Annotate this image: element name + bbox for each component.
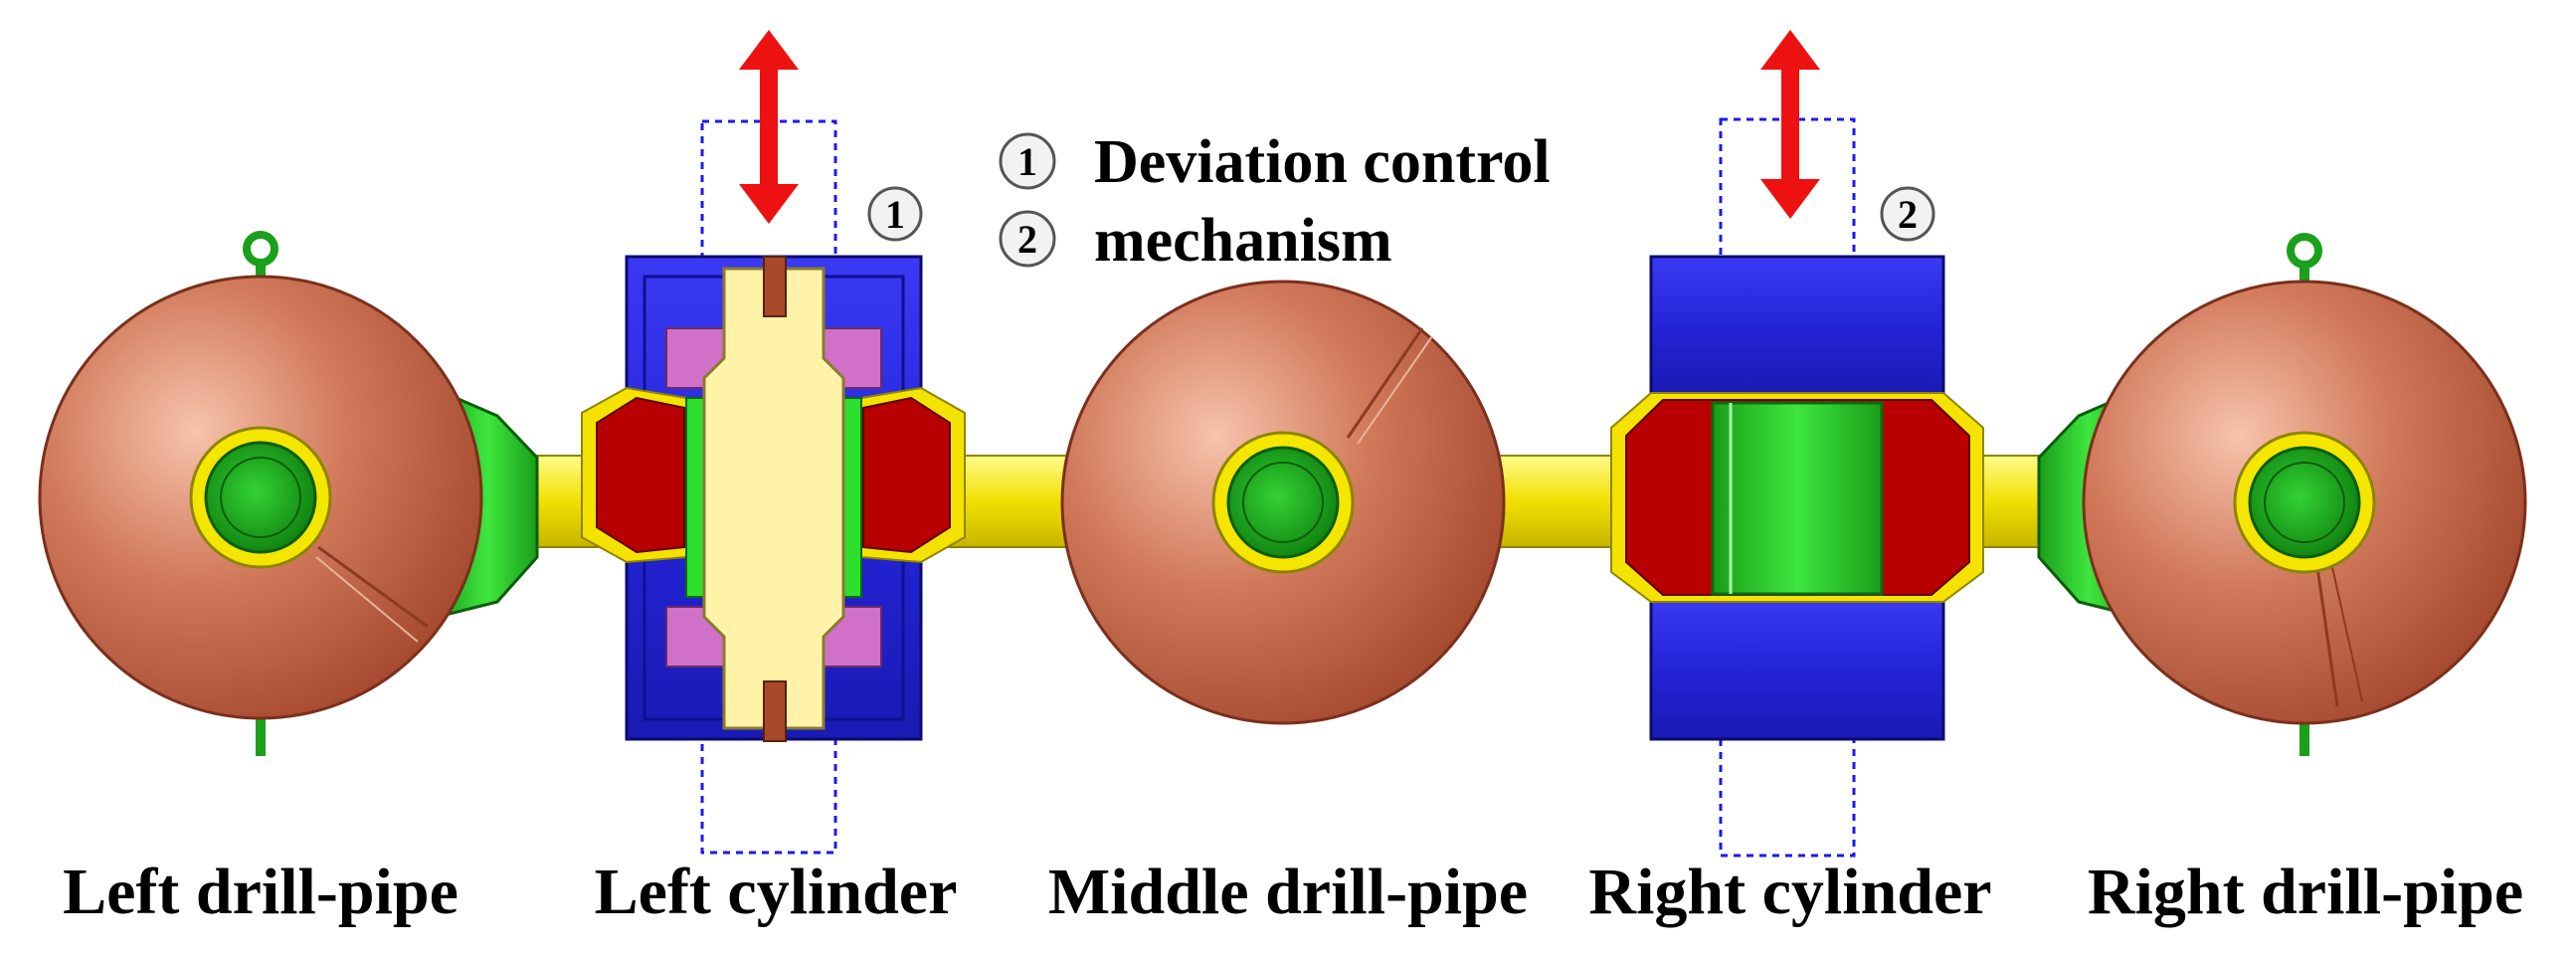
label-left-drill-pipe: Left drill-pipe	[63, 856, 459, 928]
left-motion-arrow	[739, 30, 799, 224]
marker-left: 1	[867, 186, 923, 242]
marker-right-number: 2	[1898, 192, 1918, 237]
right-drill-pipe	[2037, 233, 2527, 756]
legend: 1 2 Deviation control mechanism	[999, 128, 1551, 275]
label-left-cylinder: Left cylinder	[595, 856, 958, 928]
component-labels: Left drill-pipe Left cylinder Middle dri…	[63, 856, 2523, 928]
legend-line-2: mechanism	[1094, 207, 1392, 275]
middle-drill-pipe	[1060, 280, 1506, 725]
legend-line-1: Deviation control	[1094, 128, 1551, 196]
right-cylinder	[1610, 117, 1984, 858]
marker-right: 2	[1880, 186, 1935, 242]
label-middle-drill-pipe: Middle drill-pipe	[1048, 856, 1528, 928]
marker-left-number: 1	[885, 192, 905, 237]
label-right-drill-pipe: Right drill-pipe	[2088, 856, 2523, 928]
legend-marker-2: 2	[999, 210, 1056, 268]
label-right-cylinder: Right cylinder	[1588, 856, 1991, 928]
left-cylinder	[581, 119, 966, 855]
legend-marker-2-number: 2	[1017, 217, 1037, 262]
right-motion-arrow	[1760, 30, 1820, 219]
legend-marker-1-number: 1	[1017, 139, 1037, 184]
legend-marker-1: 1	[999, 132, 1056, 190]
left-drill-pipe	[38, 231, 539, 756]
